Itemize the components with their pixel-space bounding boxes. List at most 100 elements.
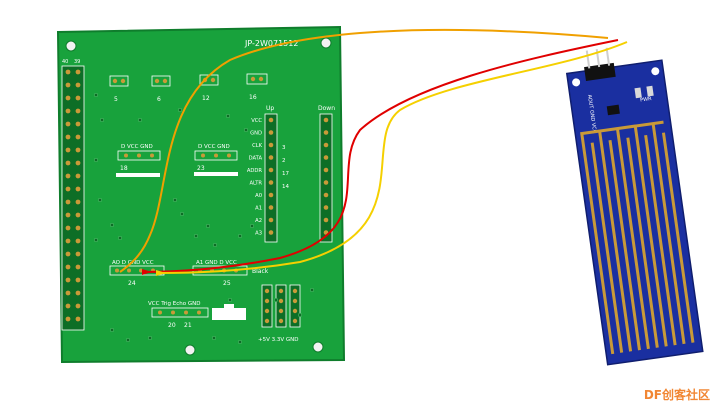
ultrasonic-header: VCC Trig Echo GND [148, 301, 200, 307]
up-pin-label: A1 [255, 206, 262, 212]
pwm-label-16: 16 [249, 94, 257, 101]
header-pin [75, 121, 81, 127]
wire-end-red [142, 269, 152, 275]
up-pin-label: VCC [251, 118, 262, 124]
up-header-pin [268, 205, 274, 210]
header-pin [75, 316, 81, 322]
board-part-number: JP-2W071512 [244, 39, 298, 48]
up-header-pin [268, 167, 274, 173]
sensor-trace [598, 131, 633, 352]
via [99, 117, 105, 123]
header-pin [75, 277, 81, 283]
header-pin [65, 316, 71, 322]
up-pin-label: A0 [255, 193, 262, 199]
sensor-trace [580, 133, 615, 355]
header-pin [65, 186, 71, 192]
via [212, 242, 218, 248]
header-pin [65, 212, 71, 218]
pwm-label-12: 12 [202, 95, 210, 102]
header-pin [65, 134, 71, 140]
via [172, 197, 178, 203]
header-pin [75, 290, 81, 296]
down-label: Down [318, 105, 335, 112]
header-pin [65, 69, 71, 75]
up-header-pin [268, 217, 274, 223]
header-pin [75, 238, 81, 244]
via [93, 157, 99, 163]
up-header-pin [268, 130, 274, 135]
via [93, 92, 99, 98]
header-pin [65, 303, 71, 309]
module-23: D VCC GND 23 [194, 144, 238, 176]
pwm-label-5: 5 [114, 96, 118, 103]
down-header-pin [323, 142, 329, 148]
header-pin [75, 225, 81, 231]
module-24-header: AO D GND VCC [112, 260, 154, 266]
header-label-39: 39 [74, 59, 80, 65]
down-header-pin [323, 155, 329, 160]
header-pin [65, 173, 71, 179]
black-label: Black [252, 268, 269, 275]
up-pin-label: DATA [249, 156, 263, 162]
via [177, 107, 183, 113]
header-pin [75, 95, 81, 101]
sensor-trace [590, 142, 624, 353]
via [147, 335, 153, 341]
module-18-header: D VCC GND [121, 144, 153, 150]
up-header-pin [268, 230, 274, 235]
via [243, 127, 249, 133]
down-header-pin [323, 180, 329, 185]
sensor-trace [633, 126, 668, 347]
water-sensor: AOUT GND VCC PWR [565, 47, 704, 366]
sensor-pwr-label: PWR [640, 96, 653, 104]
header-pin [65, 290, 71, 296]
power-pin [278, 298, 284, 304]
module-25-number: 25 [223, 280, 231, 287]
power-pin [278, 288, 284, 294]
power-headers: +5V 3.3V GND [258, 284, 301, 343]
wire-yellow [155, 41, 628, 274]
up-pin-label: ALTR [250, 181, 263, 187]
module-24-number: 24 [128, 280, 136, 287]
down-header: Down [318, 105, 335, 243]
header-pin [65, 147, 71, 153]
via [211, 335, 217, 341]
power-pin [264, 318, 270, 324]
ultrasonic-connector: VCC Trig Echo GND 20 21 [148, 301, 246, 329]
up-header-pin [268, 155, 274, 160]
left-gpio-header: 40 39 [61, 59, 85, 331]
jumper-wires [119, 28, 628, 276]
via [193, 233, 199, 239]
power-pin [278, 318, 284, 324]
pwm-label-6: 6 [157, 96, 161, 103]
power-pin [292, 318, 298, 324]
header-pin [65, 264, 71, 270]
header-pin [75, 160, 81, 166]
via [249, 223, 255, 229]
up-header-pin [268, 180, 274, 185]
via [237, 339, 243, 345]
header-pin [75, 173, 81, 179]
down-header-pin [323, 117, 329, 123]
sensor-traces [580, 120, 695, 355]
power-label: +5V 3.3V GND [258, 337, 299, 343]
up-header-pin [268, 192, 274, 198]
header-pin [65, 251, 71, 257]
up-pin-label: CLK [252, 143, 263, 149]
gpio-number-17: 17 [282, 171, 289, 177]
up-label: Up [266, 105, 274, 112]
power-pin [278, 308, 284, 314]
down-header-pin [323, 205, 329, 210]
power-pin [264, 308, 270, 314]
header-pin [75, 251, 81, 257]
via [109, 327, 115, 333]
header-pin [75, 82, 81, 88]
up-pin-label: ADDR [247, 168, 263, 174]
header-pin [65, 277, 71, 283]
module-23-number: 23 [197, 165, 205, 172]
gpio-number-3: 3 [282, 145, 286, 151]
header-pin [75, 147, 81, 153]
up-pin-label: A2 [255, 218, 262, 224]
header-pin [65, 95, 71, 101]
